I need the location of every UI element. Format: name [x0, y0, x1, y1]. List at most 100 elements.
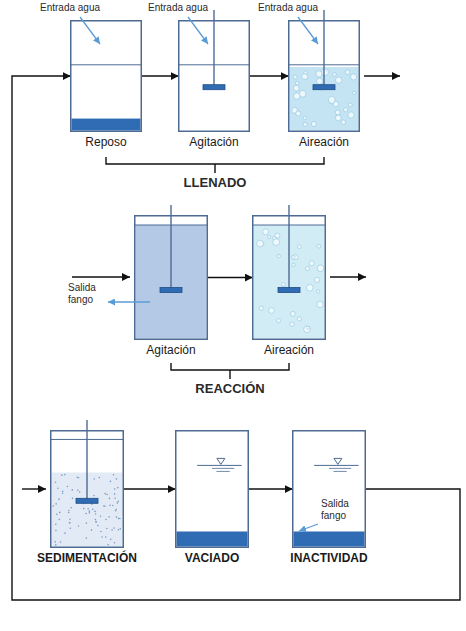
settling-particle [92, 509, 94, 511]
settling-particle [115, 510, 117, 512]
settling-particle [99, 477, 101, 479]
air-bubble [335, 77, 341, 83]
settling-particle [79, 491, 81, 493]
settling-particle [108, 516, 110, 518]
inlet-leader [80, 17, 100, 44]
stage-name: SEDIMENTACIÓN [37, 551, 137, 566]
settling-particle [101, 536, 103, 538]
air-bubble [259, 306, 263, 310]
settling-particle [109, 505, 111, 507]
settling-particle [64, 532, 66, 534]
air-bubble [292, 256, 295, 259]
settling-particle [107, 544, 109, 546]
water-level-symbol [197, 465, 241, 466]
flow-arrow [72, 276, 130, 277]
air-bubble [316, 290, 319, 293]
settling-particle [110, 539, 112, 541]
air-bubble [290, 311, 295, 316]
settling-particle [86, 537, 88, 539]
settling-particle [70, 527, 72, 529]
air-bubble [314, 277, 319, 282]
reactor-stage: VACIADO [175, 420, 249, 566]
reactor-stage: Aireación [288, 10, 360, 150]
settling-particle [114, 493, 116, 495]
air-bubble [341, 120, 346, 125]
tank-ground [293, 431, 366, 548]
settling-particle [67, 486, 69, 488]
flow-arrow [22, 488, 46, 489]
agitator-shaft [213, 10, 214, 87]
tank-outline [176, 431, 249, 548]
agitator-shaft [170, 205, 171, 290]
reactor-tank [134, 205, 208, 340]
air-bubble [309, 261, 314, 266]
settling-particle [55, 503, 57, 505]
settling-particle [112, 505, 114, 507]
settling-particle [89, 512, 91, 514]
air-bubble [275, 233, 280, 238]
stage-name: INACTIVIDAD [290, 551, 367, 566]
water-level-symbol [217, 458, 225, 464]
air-bubble [307, 326, 310, 329]
settling-particle [109, 498, 111, 500]
phase-bracket [171, 363, 289, 379]
air-bubble [306, 284, 313, 291]
settling-particle [91, 529, 93, 531]
settling-particle [106, 528, 108, 530]
settling-particle [58, 519, 60, 521]
settling-particle [86, 522, 88, 524]
water-level-symbol [212, 468, 234, 469]
sludge-layer [72, 119, 141, 131]
settling-particle [61, 474, 63, 476]
settling-particle [114, 488, 116, 490]
air-bubble [317, 265, 324, 272]
settling-particle [114, 542, 116, 544]
settling-particle [93, 478, 95, 480]
agitator-paddle [160, 288, 182, 293]
air-bubble [281, 283, 285, 287]
reactor-stage: Agitación [134, 205, 208, 358]
air-bubble [268, 235, 271, 238]
agitator-paddle [313, 85, 335, 90]
settling-particle [116, 516, 118, 518]
settling-particle [77, 490, 79, 492]
air-bubble [297, 317, 301, 321]
water-level-symbol [333, 471, 346, 472]
flow-connector [141, 75, 179, 76]
settling-particle [117, 502, 119, 504]
tank-outline [289, 21, 360, 132]
settling-particle [95, 521, 97, 523]
settling-particle [76, 476, 78, 478]
water-level-symbol [216, 471, 229, 472]
air-bubble [293, 85, 299, 91]
agitator-shaft [323, 10, 324, 87]
inlet-leader [188, 17, 208, 44]
stage-name: Agitación [146, 343, 195, 358]
air-bubble [277, 254, 280, 257]
settling-particle [78, 525, 80, 527]
settling-particle [62, 492, 64, 494]
flow-connector [248, 488, 293, 489]
air-bubble [348, 103, 352, 107]
reactor-tank [70, 10, 142, 132]
air-bubble [316, 78, 322, 84]
sludge-outlet-arrow [108, 301, 150, 302]
settling-particle [69, 522, 71, 524]
reactor-stage: INACTIVIDAD [287, 420, 371, 566]
settling-particle [52, 505, 54, 507]
air-bubble [295, 81, 298, 84]
air-bubble [292, 263, 295, 266]
settling-particle [114, 497, 116, 499]
air-bubble [302, 74, 308, 80]
water-level-symbol [329, 468, 351, 469]
settling-particle [104, 493, 106, 495]
settling-particle [93, 495, 95, 497]
settling-particle [113, 474, 115, 476]
phase-title: LLENADO [115, 176, 315, 191]
settling-particle [68, 512, 70, 514]
settling-particle [58, 498, 60, 500]
air-bubble [304, 326, 311, 333]
air-bubble [303, 116, 306, 119]
air-bubble [293, 75, 297, 79]
tank-outline [179, 21, 250, 132]
